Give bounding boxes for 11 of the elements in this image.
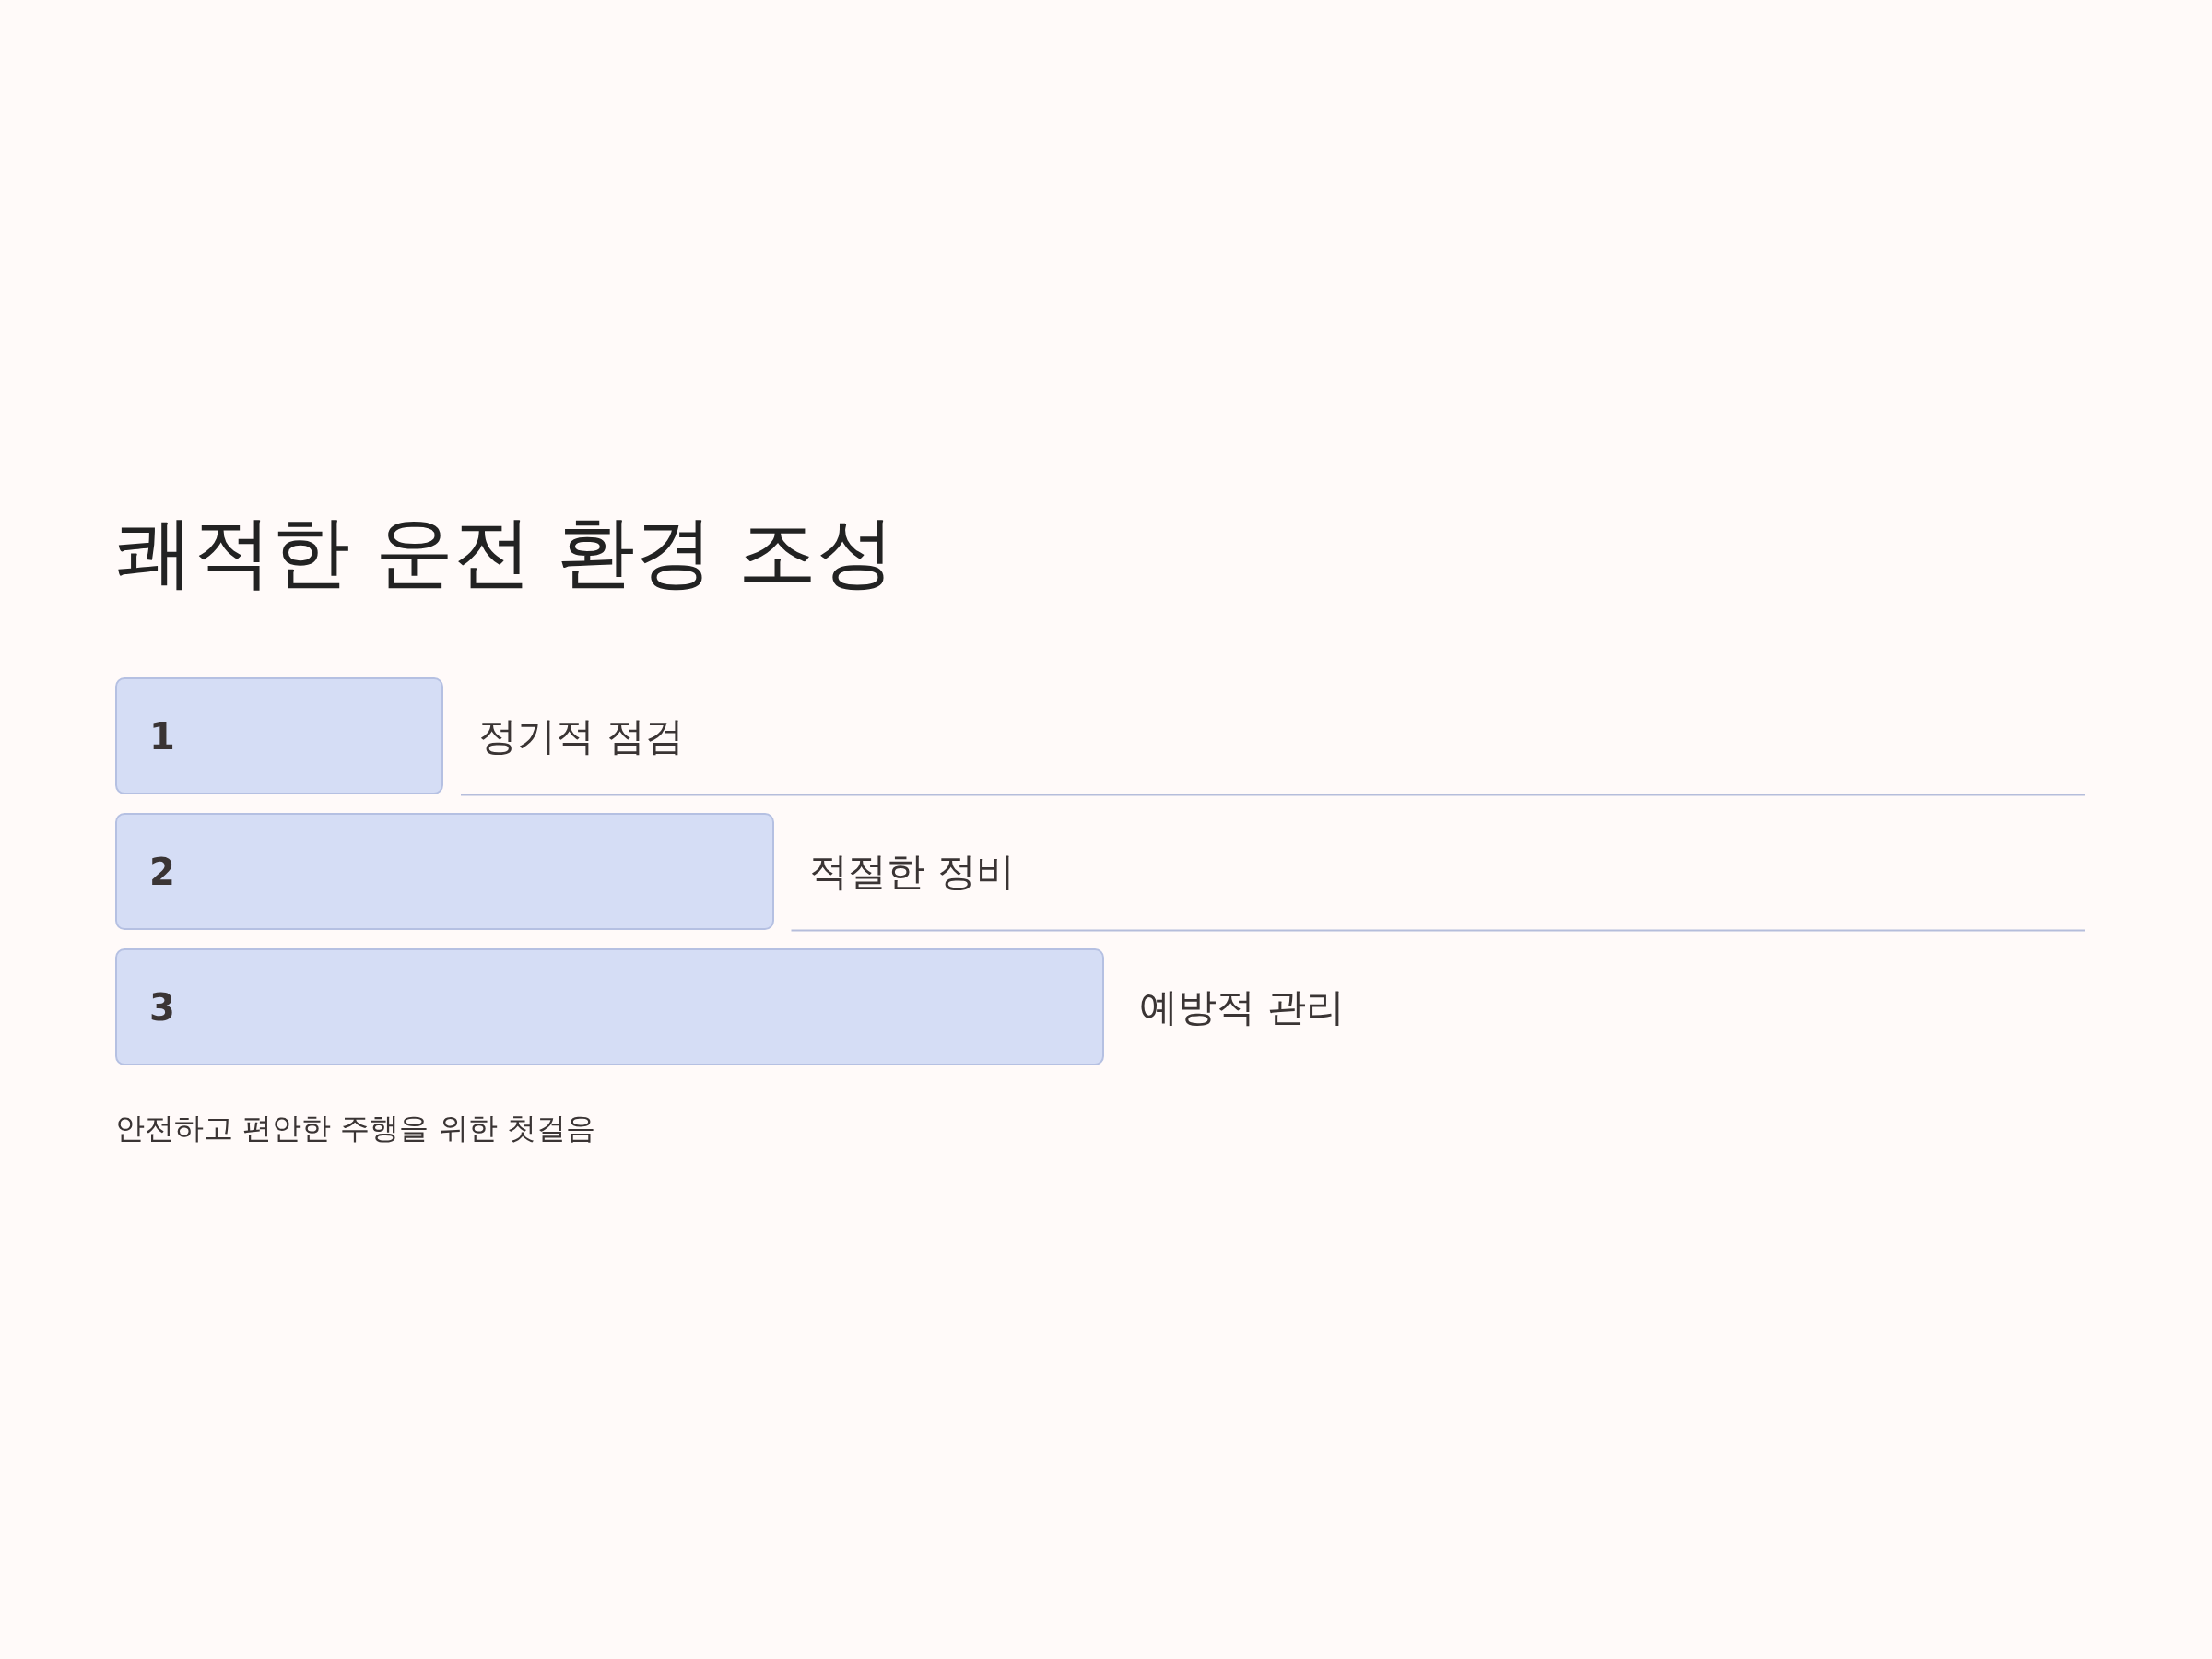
step-bar: [115, 677, 443, 794]
caption: 안전하고 편안한 주행을 위한 첫걸음: [115, 1111, 595, 1147]
step-number: 2: [149, 853, 175, 890]
title: 쾌적한 운전 환경 조성: [115, 509, 896, 595]
step-number: 3: [149, 988, 175, 1026]
step-label: 예방적 관리: [1139, 983, 1346, 1030]
step-number: 1: [149, 717, 175, 755]
step-bar: [115, 813, 774, 930]
step-label: 적절한 정비: [808, 848, 1015, 895]
step-bar: [115, 948, 1104, 1065]
step-label: 정기적 점검: [478, 712, 685, 759]
